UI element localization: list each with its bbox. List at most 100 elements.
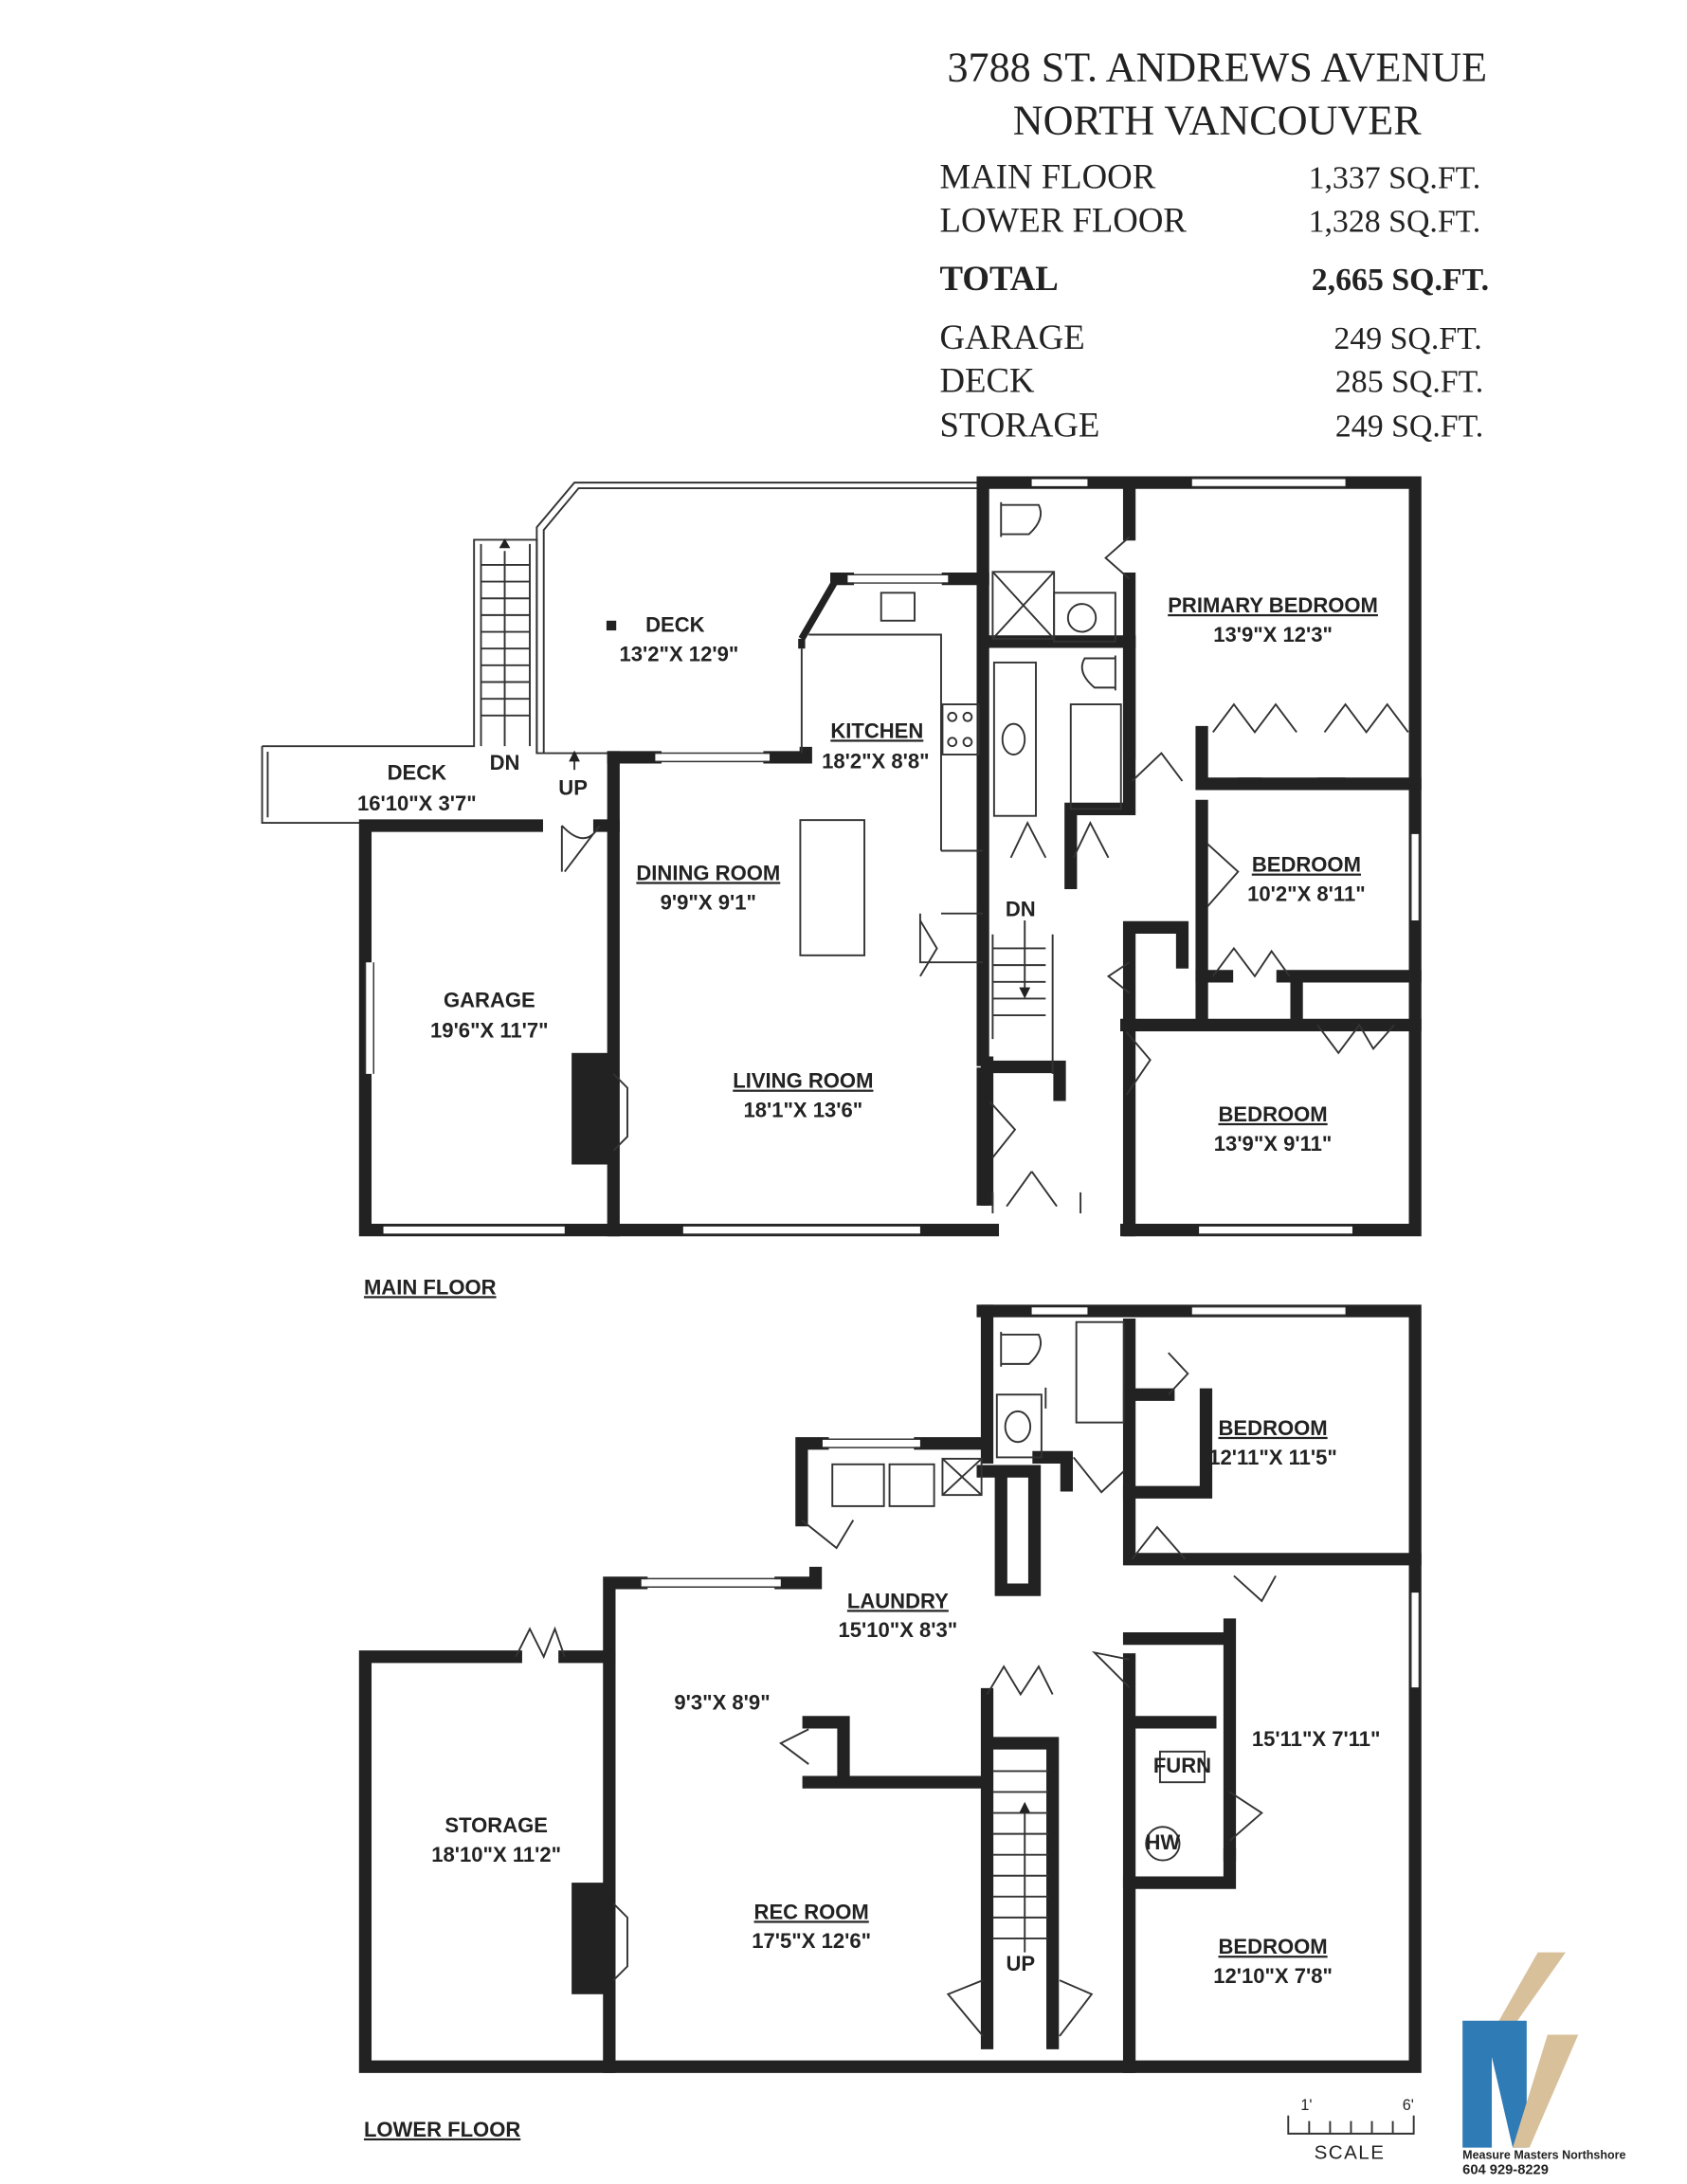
address: 3788 ST. ANDREWS AVENUE <box>947 44 1487 90</box>
room-dims: 16'10"X 3'7" <box>357 792 477 815</box>
bathtub <box>1069 703 1122 810</box>
door <box>946 1979 1094 2037</box>
stair-dn-label: DN <box>1006 898 1036 921</box>
room-dims: 17'5"X 12'6" <box>752 1929 871 1953</box>
door <box>1106 961 1131 994</box>
kitchen-sink <box>880 592 916 622</box>
dryer <box>888 1463 935 1507</box>
company-logo: Measure Masters Northshore 604 929-8229 <box>1462 1952 1625 2178</box>
door <box>919 919 938 977</box>
room-dims: 13'2"X 12'9" <box>620 642 739 665</box>
vanity <box>992 661 1037 817</box>
fireplace <box>571 1052 614 1165</box>
area-value: 249 SQ.FT. <box>1335 410 1483 445</box>
room-dims: 13'9"X 12'3" <box>1213 623 1333 646</box>
door <box>1072 1456 1125 1494</box>
upper-deck-outline <box>535 482 984 754</box>
stair-dn-label: DN <box>490 751 520 774</box>
sink <box>1053 592 1116 643</box>
room-name-primary-bedroom: PRIMARY BEDROOM <box>1168 593 1378 617</box>
door <box>1131 752 1184 782</box>
floor-title-lower: LOWER FLOOR <box>364 2118 520 2141</box>
fireplace <box>571 1883 614 1994</box>
door <box>778 1728 809 1765</box>
logo-company: Measure Masters Northshore <box>1462 2148 1625 2161</box>
lower-floor-plan <box>358 1304 1422 2073</box>
deck-stairs <box>480 537 580 771</box>
room-dims: 12'11"X 11'5" <box>1208 1446 1337 1469</box>
room-name-living-room: LIVING ROOM <box>733 1069 873 1093</box>
door <box>986 1665 1054 1697</box>
door <box>1125 1031 1152 1096</box>
kitchen-counter <box>808 633 984 964</box>
area-value: 1,337 SQ.FT. <box>1309 161 1481 196</box>
room-name-bedroom: BEDROOM <box>1219 1416 1328 1440</box>
room-dims: 15'11"X 7'11" <box>1252 1727 1381 1751</box>
room-dims: 18'1"X 13'6" <box>743 1098 862 1121</box>
scale-start: 1' <box>1300 2097 1312 2114</box>
kitchen-island <box>799 819 866 956</box>
interior-stairs <box>991 920 1054 1074</box>
furnace-label: FURN <box>1153 1754 1211 1777</box>
room-name-bedroom: BEDROOM <box>1219 1102 1328 1126</box>
laundry-sink <box>941 1457 983 1497</box>
scale-bar: 1' 6' SCALE <box>1287 2097 1415 2163</box>
door <box>1091 1650 1131 1688</box>
room-name-bedroom: BEDROOM <box>1219 1935 1328 1958</box>
room-dims: 18'10"X 11'2" <box>431 1843 561 1866</box>
room-name-dining-room: DINING ROOM <box>636 861 780 884</box>
room-dims: 15'10"X 8'3" <box>838 1618 957 1642</box>
city: NORTH VANCOUVER <box>1013 97 1422 143</box>
floor-title-main: MAIN FLOOR <box>364 1275 497 1299</box>
furnace <box>1158 1750 1206 1784</box>
room-name-rec-room: REC ROOM <box>754 1900 869 1923</box>
front-door <box>991 1171 1082 1213</box>
door <box>1206 843 1240 907</box>
room-dims: 9'3"X 8'9" <box>674 1691 770 1715</box>
main-floor-labels: DECK 13'2"X 12'9" DECK 16'10"X 3'7" DN U… <box>357 593 1378 1299</box>
door <box>560 825 601 873</box>
area-table: MAIN FLOOR 1,337 SQ.FT. LOWER FLOOR 1,32… <box>940 157 1490 445</box>
lower-stairs <box>992 1770 1049 1953</box>
room-name-storage: STORAGE <box>444 1813 548 1837</box>
area-label: LOWER FLOOR <box>940 200 1188 239</box>
door <box>1228 1791 1263 1842</box>
door <box>801 1519 855 1550</box>
toilet-icon <box>1000 501 1043 537</box>
header: 3788 ST. ANDREWS AVENUE NORTH VANCOUVER <box>947 44 1487 143</box>
toilet-icon <box>1000 1332 1047 1409</box>
room-name-bedroom: BEDROOM <box>1252 853 1361 877</box>
stair-up-label: UP <box>558 776 588 800</box>
area-label: STORAGE <box>940 406 1100 445</box>
stove <box>941 703 980 755</box>
deck-post <box>606 620 617 631</box>
scale-label: SCALE <box>1315 2141 1386 2163</box>
area-label: MAIN FLOOR <box>940 157 1156 196</box>
lower-floor-labels: BEDROOM 12'11"X 11'5" LAUNDRY 15'10"X 8'… <box>364 1416 1381 2141</box>
room-dims: 19'6"X 11'7" <box>430 1019 549 1043</box>
closet-doors <box>1212 946 1395 1055</box>
toilet-icon <box>1080 655 1116 691</box>
room-name-laundry: LAUNDRY <box>847 1589 949 1612</box>
double-door <box>515 1626 566 1660</box>
area-label: GARAGE <box>940 318 1085 356</box>
room-dims: 10'2"X 8'11" <box>1247 882 1366 905</box>
room-name-kitchen: KITCHEN <box>830 719 923 742</box>
stair-up-label: UP <box>1007 1952 1036 1975</box>
room-name-garage: GARAGE <box>444 988 535 1011</box>
room-dims: 13'9"X 9'11" <box>1214 1132 1333 1156</box>
area-value: 285 SQ.FT. <box>1335 365 1483 400</box>
logo-phone: 604 929-8229 <box>1462 2163 1549 2178</box>
vanity <box>995 1393 1043 1459</box>
logo-m-blue <box>1462 2020 1527 2148</box>
room-dims: 12'10"X 7'8" <box>1213 1964 1333 1988</box>
room-name-deck: DECK <box>645 613 705 637</box>
room-name-deck: DECK <box>388 760 447 784</box>
area-value-total: 2,665 SQ.FT. <box>1312 263 1489 298</box>
bathtub <box>1075 1320 1125 1424</box>
main-floor-plan <box>261 476 1422 1237</box>
hearth <box>612 1073 628 1152</box>
hot-water-label: HW <box>1146 1830 1181 1854</box>
door <box>1131 1525 1187 1560</box>
